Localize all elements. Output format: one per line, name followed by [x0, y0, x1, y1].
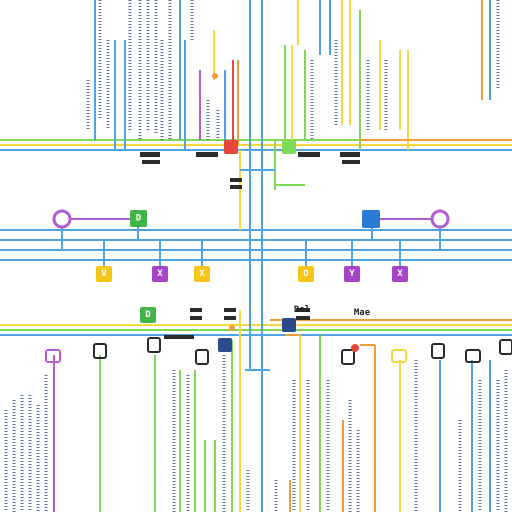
mini-block-1: [140, 152, 160, 157]
glyph-box-2: [93, 343, 107, 359]
node-mid-blue[interactable]: [362, 210, 380, 228]
node-glyph: X: [157, 269, 163, 279]
text-labels: Mae Dsl: [294, 305, 371, 318]
glyph-box-9: [499, 339, 512, 355]
lower-glyph-boxes: [45, 337, 512, 365]
top-left-columns: [94, 0, 239, 150]
mid-text-mae: Mae: [354, 308, 371, 318]
square-node-icon: [194, 266, 210, 282]
mini-label-blocks: [140, 152, 360, 339]
node-glyph: X: [397, 269, 403, 279]
mini-block-2: [142, 160, 160, 164]
glyph-box-5: [341, 349, 355, 365]
mini-block-5: [340, 152, 360, 157]
square-node-icon: [96, 266, 112, 282]
square-node-icon: [218, 338, 232, 352]
mini-block-9: [190, 316, 202, 320]
node-row-purple-1[interactable]: X: [152, 266, 168, 282]
lower-columns: [53, 310, 491, 512]
glyph-box-3: [147, 337, 161, 353]
glyph-box-1: [45, 349, 61, 363]
terminal-dot-top: [212, 73, 218, 79]
node-top-green[interactable]: [282, 140, 296, 154]
mini-block-13: [296, 316, 310, 320]
mid-text-dsl: Dsl: [294, 305, 310, 315]
main-buses: [0, 139, 512, 336]
square-node-icon: [152, 266, 168, 282]
circle-terminals: [52, 73, 450, 352]
node-lower-navy-2[interactable]: [282, 318, 296, 332]
mini-block-14: [230, 178, 242, 182]
node-row-purple-3[interactable]: X: [392, 266, 408, 282]
node-glyph: V: [101, 269, 107, 279]
mini-block-4: [298, 152, 320, 157]
node-lower-green[interactable]: D: [140, 307, 156, 323]
glyph-box-6: [391, 349, 407, 363]
terminal-dot-low: [351, 344, 359, 352]
node-mid-green[interactable]: D: [130, 210, 147, 227]
node-row-yellow-1[interactable]: V: [96, 266, 112, 282]
node-row-purple-2[interactable]: Y: [344, 266, 360, 282]
mini-block-3: [196, 152, 218, 157]
square-node-icon: [344, 266, 360, 282]
node-glyph: O: [303, 269, 309, 279]
node-glyph: D: [136, 214, 142, 224]
square-node-icon: [298, 266, 314, 282]
mini-block-8: [190, 308, 202, 312]
square-node-icon: [362, 210, 380, 228]
square-node-icon: [392, 266, 408, 282]
node-top-red[interactable]: [224, 140, 238, 154]
top-right-columns: [284, 0, 512, 150]
mini-block-10: [224, 308, 236, 312]
terminal-circle-right[interactable]: [430, 209, 450, 229]
node-row-yellow-2[interactable]: X: [194, 266, 210, 282]
mini-block-15: [230, 185, 242, 189]
node-lower-navy-1[interactable]: [218, 338, 232, 352]
square-node-icon: [282, 318, 296, 332]
mini-block-7: [164, 335, 194, 339]
mini-block-6: [342, 160, 360, 164]
square-node-icon: [224, 140, 238, 154]
mid-branches: [61, 218, 441, 272]
node-glyph: X: [199, 269, 205, 279]
node-glyph: D: [145, 310, 151, 320]
node-row-yellow-3[interactable]: O: [298, 266, 314, 282]
central-trunk: [239, 0, 305, 370]
tick-texture: [4, 0, 508, 512]
square-node-icon: [140, 307, 156, 323]
square-nodes: D V X X O Y X: [96, 140, 408, 352]
square-node-icon: [130, 210, 147, 227]
terminal-circle-left[interactable]: [52, 209, 72, 229]
mini-block-11: [224, 316, 236, 320]
terminal-dot-low-2: [229, 325, 235, 331]
glyph-box-8: [465, 349, 481, 363]
glyph-box-4: [195, 349, 209, 365]
mini-block-12: [296, 308, 310, 312]
square-node-icon: [282, 140, 296, 154]
glyph-box-7: [431, 343, 445, 359]
node-glyph: Y: [349, 269, 355, 279]
